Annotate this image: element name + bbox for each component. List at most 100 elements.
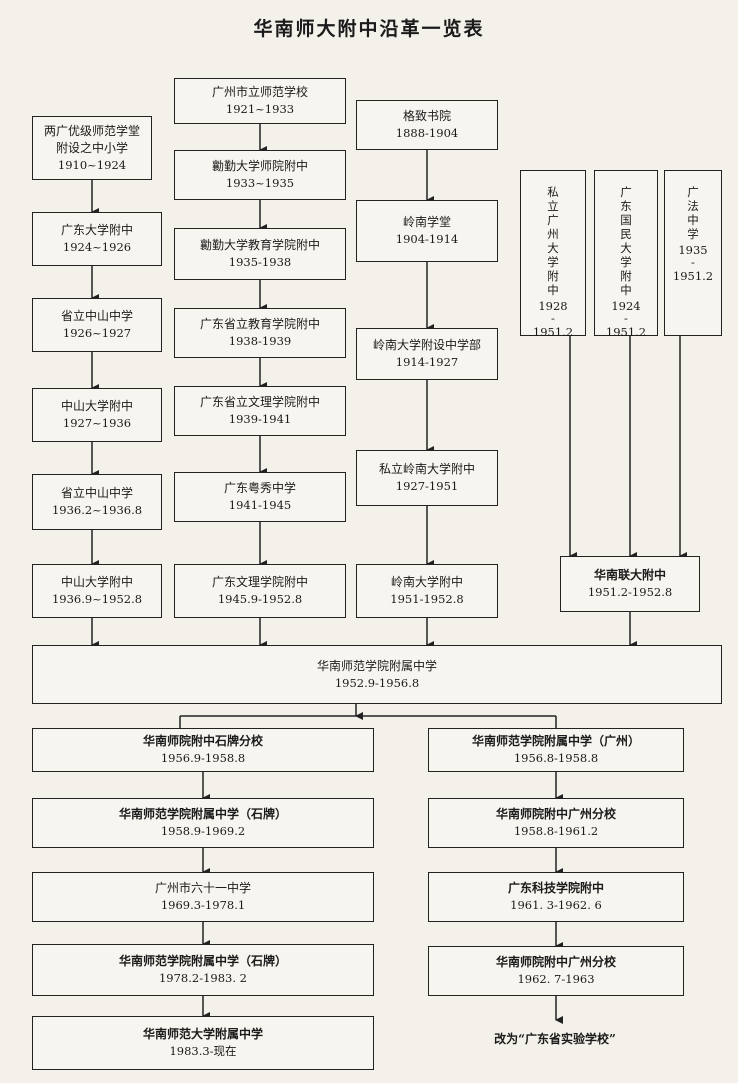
col4-box-3: 广法中学 1935 - 1951.2 — [664, 170, 722, 336]
right-box-1: 华南师范学院附属中学（广州） 1956.8-1958.8 — [428, 728, 684, 772]
box-name: 私立岭南大学附中 — [378, 462, 475, 476]
box-name: 格致书院 — [402, 109, 451, 123]
box-name: 华南联大附中 — [593, 568, 666, 582]
box-name: 广东省立文理学院附中 — [199, 395, 320, 409]
box-name: 华南师院附中广州分校 — [495, 807, 616, 821]
box-date: 1927~1936 — [62, 416, 132, 430]
box-date: 1956.9-1958.8 — [160, 751, 246, 765]
box-end-date: 1951.2 — [605, 325, 647, 339]
box-name: 广东大学附中 — [60, 223, 133, 237]
left-box-2: 华南师范学院附属中学（石牌） 1958.9-1969.2 — [32, 798, 374, 848]
box-dash: - — [691, 255, 695, 269]
box-name: 广东文理学院附中 — [211, 575, 308, 589]
box-date: 1939-1941 — [228, 412, 292, 426]
box-name: 广东国民大学附中 — [620, 185, 632, 297]
merged-box: 华南师范学院附属中学 1952.9-1956.8 — [32, 645, 722, 704]
box-name: 华南师范学院附属中学（广州） — [471, 734, 640, 748]
left-box-5: 华南师范大学附属中学 1983.3-现在 — [32, 1016, 374, 1070]
box-date: 1983.3-现在 — [169, 1044, 237, 1058]
box-date: 1927-1951 — [395, 479, 459, 493]
box-date: 1945.9-1952.8 — [217, 592, 303, 606]
box-name: 省立中山中学 — [60, 309, 133, 323]
left-box-3: 广州市六十一中学 1969.3-1978.1 — [32, 872, 374, 922]
box-name: 岭南学堂 — [402, 215, 451, 229]
box-end-date: 1951.2 — [672, 269, 714, 283]
box-date: 1935-1938 — [228, 255, 292, 269]
box-name: 私立广州大学附中 — [547, 185, 559, 297]
box-date: 1961. 3-1962. 6 — [510, 898, 602, 912]
left-box-1: 华南师院附中石牌分校 1956.9-1958.8 — [32, 728, 374, 772]
col2-box-4: 广东省立教育学院附中 1938-1939 — [174, 308, 346, 358]
box-date: 1951-1952.8 — [390, 592, 464, 606]
box-name: 勷勤大学师院附中 — [211, 159, 308, 173]
box-name: 中山大学附中 — [60, 399, 133, 413]
left-box-4: 华南师范学院附属中学（石牌） 1978.2-1983. 2 — [32, 944, 374, 996]
col1-box-6: 中山大学附中 1936.9~1952.8 — [32, 564, 162, 618]
box-date: 1962. 7-1963 — [517, 972, 595, 986]
box-name: 两广优级师范学堂附设之中小学 — [43, 123, 140, 155]
box-name: 广东省立教育学院附中 — [199, 317, 320, 331]
box-date: 1935 — [678, 243, 708, 257]
col1-box-5: 省立中山中学 1936.2~1936.8 — [32, 474, 162, 530]
final-note: 改为“广东省实验学校” — [494, 1032, 616, 1046]
box-date: 1926~1927 — [62, 326, 132, 340]
col1-box-3: 省立中山中学 1926~1927 — [32, 298, 162, 352]
box-dash: - — [624, 311, 628, 325]
col2-box-3: 勷勤大学教育学院附中 1935-1938 — [174, 228, 346, 280]
col3-box-3: 岭南大学附设中学部 1914-1927 — [356, 328, 498, 380]
box-name: 华南师范学院附属中学（石牌） — [118, 954, 287, 968]
box-dash: - — [551, 311, 555, 325]
box-date: 1933~1935 — [225, 176, 295, 190]
box-end-date: 1951.2 — [532, 325, 574, 339]
right-box-3: 广东科技学院附中 1961. 3-1962. 6 — [428, 872, 684, 922]
box-date: 1914-1927 — [395, 355, 459, 369]
box-name: 华南师范学院附属中学（石牌） — [118, 807, 287, 821]
col2-box-5: 广东省立文理学院附中 1939-1941 — [174, 386, 346, 436]
box-date: 1910~1924 — [57, 157, 127, 172]
col4-box-2: 广东国民大学附中 1924 - 1951.2 — [594, 170, 658, 339]
box-name: 广东科技学院附中 — [507, 881, 604, 895]
box-date: 1938-1939 — [228, 334, 292, 348]
box-name: 广州市立师范学校 — [211, 85, 308, 99]
col1-box-2: 广东大学附中 1924~1926 — [32, 212, 162, 266]
box-date: 1952.9-1956.8 — [334, 675, 420, 690]
col1-box-4: 中山大学附中 1927~1936 — [32, 388, 162, 442]
box-date: 1951.2-1952.8 — [587, 585, 673, 599]
box-name: 华南师范学院附属中学 — [316, 658, 437, 673]
box-name: 华南师院附中石牌分校 — [142, 734, 263, 748]
box-date: 1924~1926 — [62, 240, 132, 254]
box-date: 1924 — [611, 299, 641, 313]
box-name: 广法中学 — [687, 185, 699, 241]
box-name: 广州市六十一中学 — [154, 881, 251, 895]
col2-box-6: 广东粤秀中学 1941-1945 — [174, 472, 346, 522]
box-name: 华南师院附中广州分校 — [495, 955, 616, 969]
page-title: 华南师大附中沿革一览表 — [253, 18, 485, 40]
box-name: 岭南大学附设中学部 — [372, 338, 481, 352]
col2-box-7: 广东文理学院附中 1945.9-1952.8 — [174, 564, 346, 618]
col4-box-1: 私立广州大学附中 1928 - 1951.2 — [520, 170, 586, 339]
box-name: 华南师范大学附属中学 — [142, 1027, 263, 1041]
col2-box-1: 广州市立师范学校 1921~1933 — [174, 78, 346, 124]
box-date: 1956.8-1958.8 — [513, 751, 599, 765]
box-date: 1978.2-1983. 2 — [158, 971, 248, 985]
box-name: 勷勤大学教育学院附中 — [199, 238, 320, 252]
col3-box-2: 岭南学堂 1904-1914 — [356, 200, 498, 262]
box-date: 1921~1933 — [225, 102, 295, 116]
box-date: 1969.3-1978.1 — [160, 898, 246, 912]
box-date: 1958.8-1961.2 — [513, 824, 599, 838]
box-date: 1928 — [538, 299, 568, 313]
box-date: 1936.2~1936.8 — [51, 503, 143, 517]
right-box-2: 华南师院附中广州分校 1958.8-1961.2 — [428, 798, 684, 848]
box-name: 中山大学附中 — [60, 575, 133, 589]
col1-box-1: 两广优级师范学堂附设之中小学 1910~1924 — [32, 116, 152, 180]
box-name: 岭南大学附中 — [390, 575, 463, 589]
col2-box-2: 勷勤大学师院附中 1933~1935 — [174, 150, 346, 200]
right-box-4: 华南师院附中广州分校 1962. 7-1963 — [428, 946, 684, 996]
col4-merge-box: 华南联大附中 1951.2-1952.8 — [560, 556, 700, 612]
box-date: 1941-1945 — [228, 498, 292, 512]
box-date: 1904-1914 — [395, 232, 459, 246]
col3-box-1: 格致书院 1888-1904 — [356, 100, 498, 150]
box-name: 省立中山中学 — [60, 486, 133, 500]
box-date: 1958.9-1969.2 — [160, 824, 246, 838]
